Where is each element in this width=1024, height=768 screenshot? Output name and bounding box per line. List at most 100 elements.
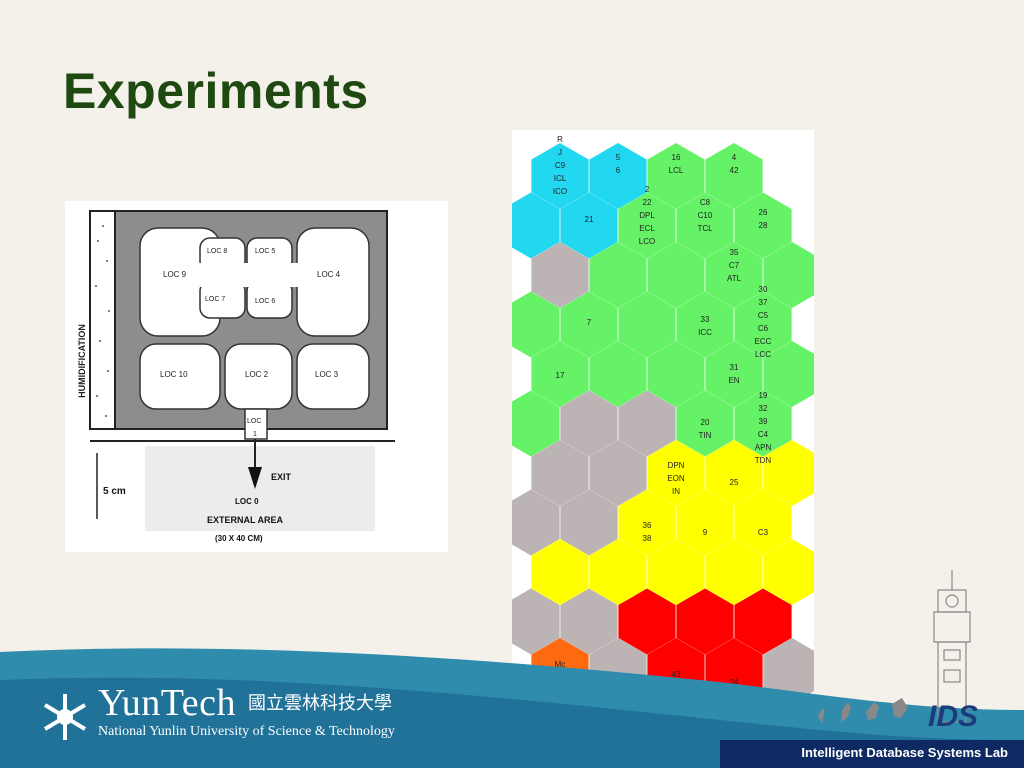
som-hex-cell	[763, 440, 821, 506]
loc-10-label: LOC 10	[160, 370, 188, 379]
som-hex-cell	[618, 489, 676, 556]
som-hex-cell	[502, 291, 560, 358]
som-hex-cell	[647, 143, 705, 209]
som-hex-cell	[589, 440, 647, 506]
som-hex-cell	[676, 192, 734, 259]
ids-logo-text: IDS	[928, 700, 978, 733]
yuntech-subtitle: National Yunlin University of Science & …	[98, 724, 395, 739]
external-area-label: EXTERNAL AREA	[207, 515, 284, 525]
som-cell-label: 17	[556, 371, 565, 380]
som-hex-cell	[502, 588, 560, 655]
som-hex-cell	[734, 192, 792, 259]
som-hex-cell	[705, 341, 763, 407]
som-hex-cell	[589, 539, 647, 605]
som-hex-cell	[531, 341, 589, 407]
loc-1-top-label: LOC	[247, 418, 261, 425]
som-hex-cell	[676, 588, 734, 655]
lab-name-bar: Intelligent Database Systems Lab	[720, 740, 1024, 768]
som-hex-cell	[734, 291, 792, 358]
som-hex-cell	[618, 291, 676, 358]
loc-1-num-label: 1	[253, 431, 257, 438]
som-hex-cell	[502, 489, 560, 556]
som-hex-cell	[647, 539, 705, 605]
humidification-label: HUMIDIFICATION	[77, 324, 87, 398]
som-hex-cell	[705, 539, 763, 605]
loc-0-label: LOC 0	[235, 497, 259, 506]
som-hex-cell	[676, 489, 734, 556]
som-hex-cell	[502, 390, 560, 457]
som-hex-cell	[560, 291, 618, 358]
som-hex-cell	[531, 143, 589, 209]
som-hex-cell	[502, 192, 560, 259]
som-hex-cell	[676, 291, 734, 358]
som-hex-cell	[647, 242, 705, 308]
loc-7-label: LOC 7	[205, 296, 225, 303]
som-hex-cell	[734, 588, 792, 655]
som-cell-label: 9	[703, 528, 708, 537]
som-hex-cell	[560, 588, 618, 655]
som-cell-label: 25	[730, 478, 739, 487]
som-hex-cell	[676, 390, 734, 457]
yuntech-cjk-name: 國立雲林科技大學	[248, 693, 393, 713]
loc-9-label: LOC 9	[163, 270, 187, 279]
som-cell-label: 21	[585, 215, 594, 224]
som-hex-cell	[618, 390, 676, 457]
som-hex-cell	[618, 192, 676, 259]
som-hex-cell	[763, 242, 821, 308]
scale-label: 5 cm	[103, 486, 126, 497]
som-hex-cell	[589, 242, 647, 308]
exit-label: EXIT	[271, 472, 292, 482]
loc-2-label: LOC 2	[245, 370, 269, 379]
som-cell-label: C3	[758, 528, 769, 537]
external-area-size: (30 X 40 CM)	[215, 534, 263, 543]
som-hex-cell	[560, 390, 618, 457]
floorplan-figure: HUMIDIFICATION LOC 9 LOC 8 LOC 5 LOC 4 L…	[65, 201, 448, 552]
som-hex-cell	[763, 638, 821, 704]
slide-title: Experiments	[63, 63, 369, 119]
som-hex-cell	[531, 539, 589, 605]
som-hex-cell	[647, 440, 705, 506]
som-hex-cell	[734, 489, 792, 556]
loc-6-label: LOC 6	[255, 298, 275, 305]
loc-3-label: LOC 3	[315, 370, 339, 379]
som-hex-cell	[589, 143, 647, 209]
lab-name: Intelligent Database Systems Lab	[801, 745, 1008, 760]
som-hex-cell	[618, 588, 676, 655]
som-hex-cell	[589, 341, 647, 407]
som-hex-cell	[531, 242, 589, 308]
som-hex-cell	[705, 143, 763, 209]
som-hex-cell	[734, 390, 792, 457]
yuntech-logo-text: YunTech 國立雲林科技大學 National Yunlin Univers…	[98, 684, 395, 740]
som-cell-label: 7	[587, 318, 592, 327]
som-hex-cell	[560, 489, 618, 556]
loc-8-label: LOC 8	[207, 248, 227, 255]
som-hex-cell	[705, 440, 763, 506]
loc-5-label: LOC 5	[255, 248, 275, 255]
som-hex-cell	[705, 242, 763, 308]
som-hex-cell	[560, 192, 618, 259]
som-hex-cell	[647, 341, 705, 407]
lab-mascot-decoration: IDS	[818, 570, 978, 733]
som-hex-cell	[763, 341, 821, 407]
som-hex-cell	[531, 440, 589, 506]
yuntech-name: YunTech	[98, 682, 237, 724]
yuntech-logo-icon	[43, 694, 87, 740]
loc-4-label: LOC 4	[317, 270, 341, 279]
som-hex-cell	[763, 539, 821, 605]
